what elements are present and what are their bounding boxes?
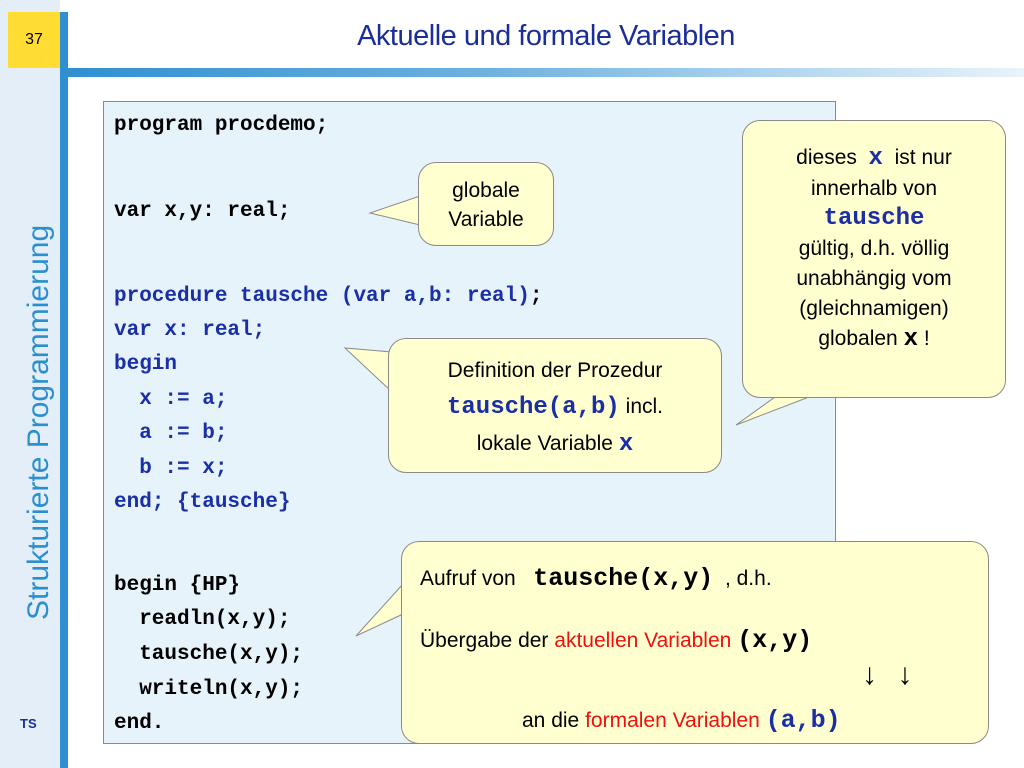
pointer-global [368, 195, 421, 226]
code-line-begin-hp: begin {HP} [114, 574, 241, 597]
code-line-begin: begin [114, 353, 178, 376]
callout-call-code2: (x,y) [737, 626, 813, 655]
slide-title: Aktuelle und formale Variablen [357, 20, 735, 52]
callout-def-line2: tausche(a,b) incl. [389, 389, 721, 426]
callout-def-x: x [618, 431, 634, 458]
slide-number-box [8, 12, 60, 68]
callout-global-line1: globale [452, 179, 520, 202]
code-line-assign-b: b := x; [114, 457, 228, 480]
callout-call-code3: (a,b) [765, 706, 841, 735]
code-line-var-local: var x: real; [114, 319, 266, 342]
callout-global-line2: Variable [448, 208, 524, 231]
callout-call-code1: tausche(x,y) [533, 564, 714, 593]
pointer-definition [343, 347, 393, 394]
callout-procedure-definition: Definition der Prozedur tausche(a,b) inc… [388, 338, 722, 473]
callout-call-red1: aktuellen Variablen [554, 629, 732, 652]
callout-def-line3: lokale Variable x [476, 431, 634, 458]
callout-call-red2: formalen Variablen [585, 709, 760, 732]
callout-call-line3: an die formalen Variablen (a,b) [522, 706, 841, 735]
callout-def-code: tausche(a,b) [446, 394, 620, 421]
code-line-end: end. [114, 712, 165, 735]
slide-number: 37 [25, 31, 43, 48]
callout-call-arrows: ↓ ↓ [862, 658, 919, 691]
callout-local-code: tausche [823, 205, 925, 232]
callout-global-variable: globale Variable [418, 162, 554, 246]
callout-call-line1: Aufruf von tausche(x,y) , d.h. [420, 564, 772, 593]
code-line-tausche-call: tausche(x,y); [114, 643, 304, 666]
footer-initials: TS [20, 716, 37, 731]
code-line-readln: readln(x,y); [114, 608, 291, 631]
code-line-procedure: procedure tausche (var a,b: real); [114, 285, 542, 309]
callout-def-incl: incl. [625, 395, 664, 418]
callout-local-line4: gültig, d.h. völlig [798, 237, 950, 260]
title-underline [60, 68, 1024, 77]
callout-local-line7: globalen x ! [818, 326, 930, 353]
callout-local-line1: dieses x ist nur [796, 145, 952, 172]
code-line-var-global: var x,y: real; [114, 200, 291, 223]
callout-local-line5: unabhängig vom [796, 267, 952, 290]
callout-local-scope: dieses x ist nur innerhalb von tausche g… [742, 120, 1006, 398]
code-line-program: program procdemo; [114, 114, 329, 137]
callout-call-line2: Übergabe der aktuellen Variablen (x,y) [420, 626, 813, 655]
callout-local-line6: (gleichnamigen) [799, 297, 949, 320]
code-line-assign-x: x := a; [114, 388, 228, 411]
code-line-writeln: writeln(x,y); [114, 678, 304, 701]
code-line-end-tausche: end; {tausche} [114, 491, 291, 514]
pointer-call [355, 582, 404, 637]
callout-def-line1: Definition der Prozedur [447, 359, 663, 382]
procedure-semicolon: ; [529, 285, 543, 308]
callout-local-line2: innerhalb von [810, 177, 938, 200]
callout-local-x: x [868, 145, 883, 172]
sidebar-band [0, 0, 60, 768]
procedure-header: procedure tausche (var a,b: real) [114, 285, 530, 308]
vertical-divider [60, 12, 68, 768]
callout-procedure-call: Aufruf von tausche(x,y) , d.h. Übergabe … [401, 541, 989, 744]
code-line-assign-a: a := b; [114, 422, 228, 445]
callout-local-x2: x [903, 326, 918, 353]
